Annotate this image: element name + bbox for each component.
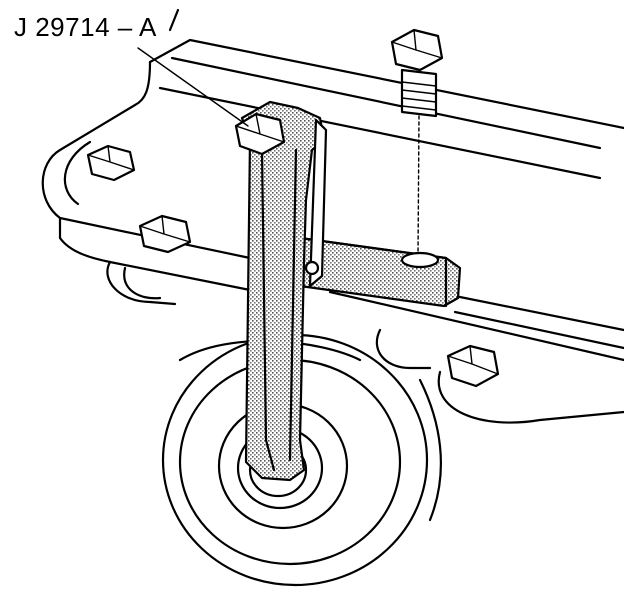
housing-bolt-right <box>446 344 500 388</box>
tool-callout-label: J 29714 – A <box>14 12 157 42</box>
housing-flange <box>41 8 624 362</box>
holding-tool-bar <box>298 236 462 308</box>
crank-pulley <box>161 333 429 587</box>
bolt <box>390 28 444 257</box>
socket-bolt <box>234 112 286 156</box>
callout-leader-line <box>137 47 249 127</box>
housing-bolt-middle <box>138 214 192 254</box>
wrench-handle <box>240 100 328 482</box>
housing-bolt-left <box>86 144 136 182</box>
